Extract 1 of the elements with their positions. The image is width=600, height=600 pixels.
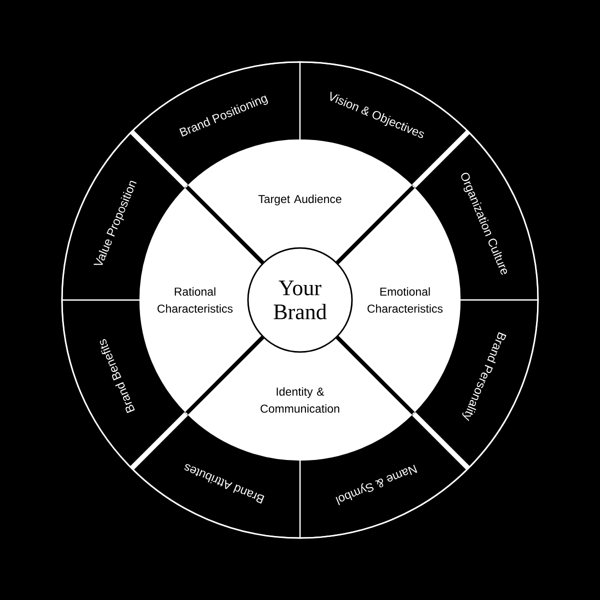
node-label: Identity & Communication [260, 387, 340, 413]
